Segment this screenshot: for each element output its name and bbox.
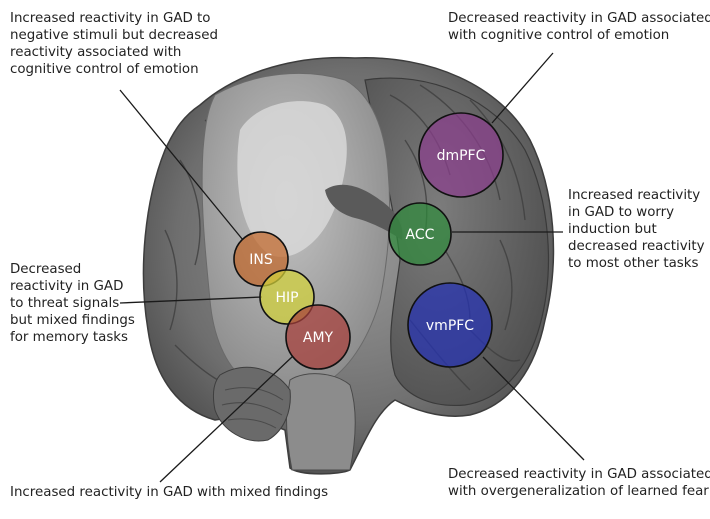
leader-line-hip [119, 296, 263, 304]
brainstem [285, 373, 356, 471]
region-label-hip: HIP [275, 290, 298, 306]
annotation-dmpfc: Decreased reactivity in GAD associated w… [448, 11, 710, 43]
leader-lines [119, 52, 585, 483]
cerebellum [212, 366, 291, 442]
ventricle [325, 184, 403, 240]
region-circle-dmpfc [418, 112, 504, 198]
region-label-ins: INS [249, 252, 273, 268]
region-dmpfc: dmPFC [418, 112, 504, 198]
region-vmpfc: vmPFC [407, 282, 493, 368]
leader-line-ins [119, 89, 244, 241]
region-amy: AMY [285, 304, 351, 370]
annotation-vmpfc: Decreased reactivity in GAD associated w… [448, 467, 710, 499]
annotation-acc: Increased reactivity in GAD to worry ind… [568, 188, 705, 271]
region-acc: ACC [388, 202, 452, 266]
annotation-hip: Decreased reactivity in GAD to threat si… [10, 262, 135, 345]
white-matter [237, 101, 347, 257]
annotation-ins: Increased reactivity in GAD to negative … [10, 11, 218, 77]
region-label-vmpfc: vmPFC [426, 318, 474, 334]
leader-line-vmpfc [482, 356, 585, 461]
regions: dmPFC ACC INS HIP AMY vmPFC [233, 112, 504, 370]
cerebellum-folds [221, 387, 284, 429]
region-circle-vmpfc [407, 282, 493, 368]
region-label-acc: ACC [406, 227, 435, 243]
leader-line-dmpfc [491, 52, 554, 124]
region-circle-acc [388, 202, 452, 266]
leader-line-amy [159, 355, 294, 483]
annotation-amy: Increased reactivity in GAD with mixed f… [10, 485, 329, 500]
region-label-dmpfc: dmPFC [437, 148, 486, 164]
region-label-amy: AMY [303, 330, 334, 346]
region-circle-amy [285, 304, 351, 370]
